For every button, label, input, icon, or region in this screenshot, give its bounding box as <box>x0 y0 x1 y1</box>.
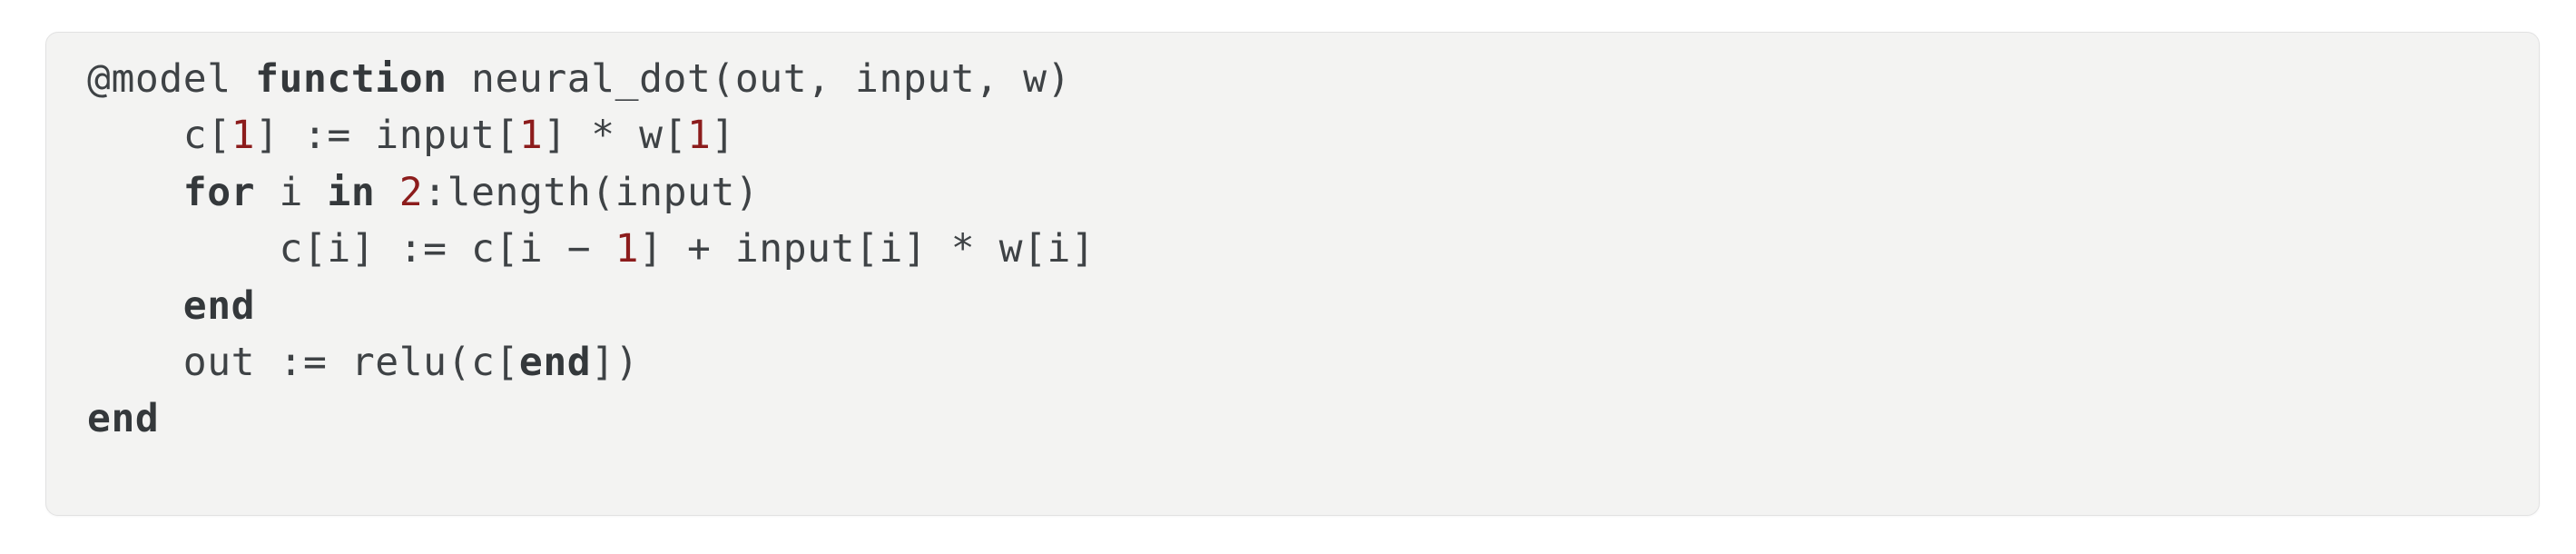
code-text <box>375 170 398 215</box>
code-keyword: in <box>327 169 376 215</box>
code-line: c[1] := input[1] * w[1] <box>87 107 2539 163</box>
code-number: 1 <box>518 113 544 159</box>
code-number: 1 <box>231 113 256 159</box>
code-text: ] := input[ <box>255 113 519 159</box>
code-line: out := relu(c[end]) <box>87 334 2539 391</box>
code-number: 1 <box>615 226 640 272</box>
code-text: ] + input[i] * w[i] <box>639 226 1096 272</box>
code-block-card: @model function neural_dot(out, input, w… <box>45 32 2540 516</box>
code-text: c[ <box>87 113 231 159</box>
code-keyword: function <box>255 56 447 102</box>
code-number: 2 <box>398 169 424 215</box>
code-text: i <box>255 169 328 215</box>
code-line: end <box>87 391 2539 447</box>
code-keyword: for <box>182 169 256 215</box>
code-number: 1 <box>687 113 712 159</box>
code-text <box>87 170 183 215</box>
code-listing[interactable]: @model function neural_dot(out, input, w… <box>87 51 2539 448</box>
code-keyword: end <box>518 340 592 386</box>
code-text: :length(input) <box>423 169 760 215</box>
code-line: end <box>87 278 2539 334</box>
code-text: neural_dot(out, input, w) <box>447 56 1071 102</box>
code-text: ]) <box>591 340 640 386</box>
code-line: for i in 2:length(input) <box>87 164 2539 221</box>
code-text: ] <box>711 113 735 159</box>
code-line: c[i] := c[i − 1] + input[i] * w[i] <box>87 221 2539 277</box>
code-text: ] * w[ <box>543 113 688 159</box>
code-line: @model function neural_dot(out, input, w… <box>87 51 2539 107</box>
code-text: c[i] := c[i − <box>87 226 615 272</box>
code-keyword: end <box>182 282 256 329</box>
code-text: out := relu(c[ <box>87 340 519 386</box>
code-text: @model <box>87 56 256 102</box>
code-text <box>87 283 183 329</box>
code-keyword: end <box>87 396 160 442</box>
